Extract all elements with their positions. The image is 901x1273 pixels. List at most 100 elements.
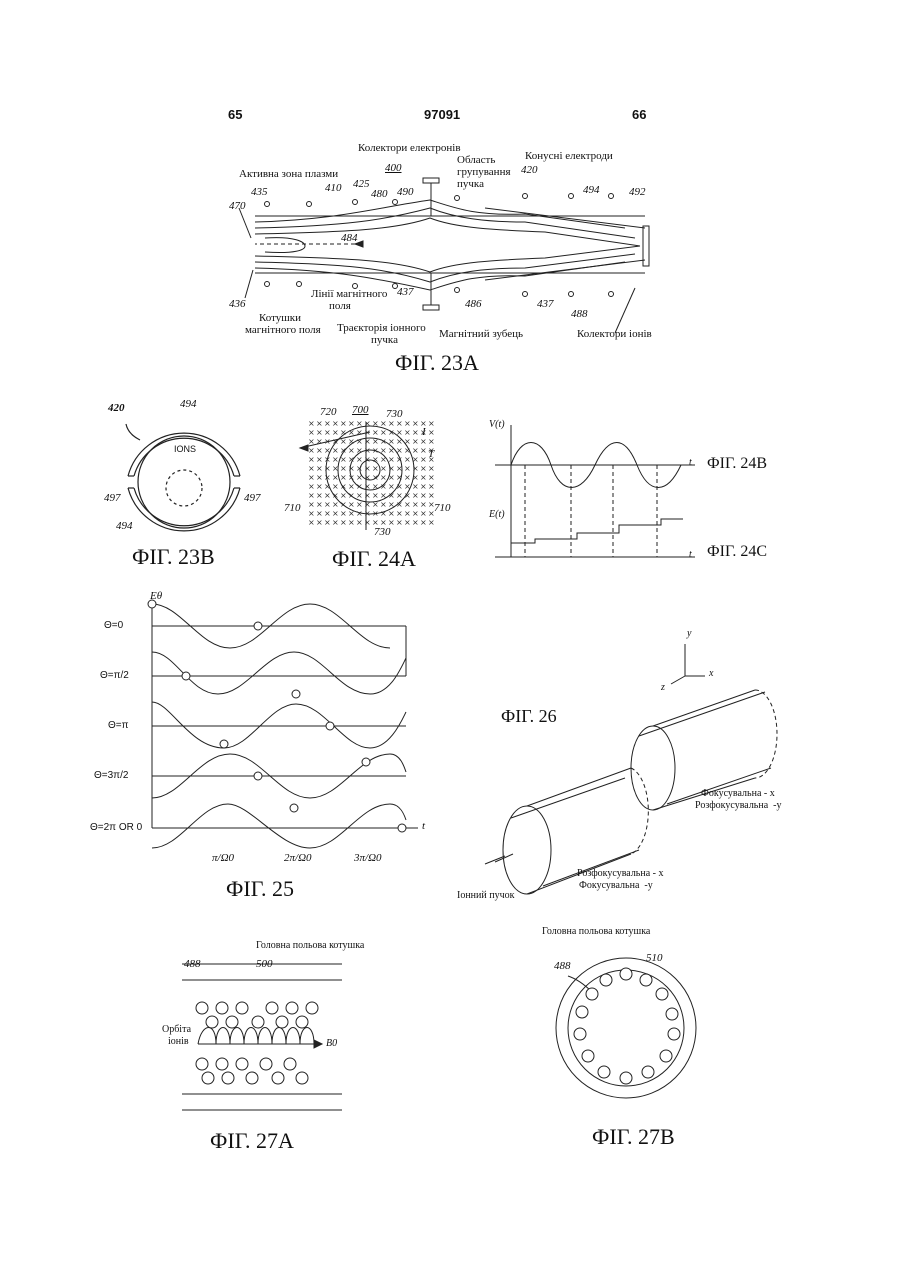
caption-fig-23a: ФІГ. 23А: [395, 350, 479, 376]
field-cross-mark: ×: [324, 428, 331, 437]
label-ion-orbit-1: Орбіта: [162, 1024, 191, 1035]
field-cross-mark: ×: [404, 464, 411, 473]
ref-437-left: 437: [397, 286, 414, 298]
field-cross-mark: ×: [332, 419, 339, 428]
label-ion-collectors: Колектори іонів: [577, 328, 652, 340]
field-cross-mark: ×: [364, 455, 371, 464]
field-cross-mark: ×: [332, 491, 339, 500]
label-field-lines-1: Лінії магнітного: [311, 288, 387, 300]
field-cross-mark: ×: [412, 491, 419, 500]
field-cross-mark: ×: [308, 491, 315, 500]
field-cross-mark: ×: [404, 455, 411, 464]
label-conical-electrodes: Конусні електроди: [525, 150, 613, 162]
figure-26: y x z ФІГ. 26 Фокусувальна - x Розфокусу…: [455, 628, 795, 908]
field-cross-mark: ×: [308, 500, 315, 509]
field-cross-mark: ×: [340, 446, 347, 455]
figure-24bc: V(t) t ФІГ. 24В E(t) t ФІГ. 24С: [485, 415, 785, 575]
figure-26-drawing: [455, 628, 795, 908]
ref-492: 492: [629, 186, 646, 198]
row-label-theta-2pi: Θ=2π OR 0: [90, 822, 142, 833]
field-cross-mark: ×: [308, 428, 315, 437]
field-cross-mark: ×: [308, 455, 315, 464]
row-label-theta-pi-2: Θ=π/2: [100, 670, 129, 681]
caption-fig-27a: ФІГ. 27А: [210, 1128, 294, 1154]
field-cross-mark: ×: [332, 455, 339, 464]
field-cross-mark: ×: [404, 437, 411, 446]
field-cross-mark: ×: [340, 491, 347, 500]
label-focusing-x: Фокусувальна - x: [701, 788, 775, 799]
label-ion-trajectory-1: Траєкторія іонного: [337, 322, 426, 334]
field-cross-mark: ×: [316, 464, 323, 473]
label-bunching-1: Область: [457, 154, 495, 166]
field-cross-mark: ×: [428, 437, 435, 446]
field-cross-mark: ×: [316, 455, 323, 464]
label-ion-beam: Іонний пучок: [457, 890, 514, 901]
tick-label-3pi: 3π/Ω0: [354, 852, 382, 864]
ref-420: 420: [521, 164, 538, 176]
field-cross-mark: ×: [324, 500, 331, 509]
caption-fig-24c: ФІГ. 24С: [707, 543, 767, 561]
field-cross-mark: ×: [340, 464, 347, 473]
field-cross-mark: ×: [388, 482, 395, 491]
field-cross-mark: ×: [412, 446, 419, 455]
field-cross-mark: ×: [396, 509, 403, 518]
label-active-zone: Активна зона плазми: [239, 168, 338, 180]
field-cross-mark: ×: [420, 491, 427, 500]
field-cross-mark: ×: [396, 419, 403, 428]
field-cross-mark: ×: [308, 446, 315, 455]
field-cross-mark: ×: [324, 509, 331, 518]
field-cross-mark: ×: [396, 518, 403, 527]
field-cross-mark: ×: [308, 464, 315, 473]
ref-486: 486: [465, 298, 482, 310]
row-label-theta-3pi-2: Θ=3π/2: [94, 770, 128, 781]
label-e-theta: Eθ: [150, 590, 162, 602]
field-cross-mark: ×: [420, 464, 427, 473]
label-e-t: E(t): [489, 509, 505, 520]
axis-x: x: [709, 668, 713, 679]
field-cross-mark: ×: [356, 491, 363, 500]
field-cross-mark: ×: [308, 518, 315, 527]
field-cross-mark: ×: [412, 437, 419, 446]
field-cross-mark: ×: [404, 518, 411, 527]
ref-425: 425: [353, 178, 370, 190]
label-magnetic-cusp: Магнітний зубець: [439, 328, 523, 340]
field-cross-mark: ×: [372, 473, 379, 482]
field-cross-mark: ×: [324, 446, 331, 455]
field-cross-mark: ×: [388, 446, 395, 455]
ref-410: 410: [325, 182, 342, 194]
label-main-coil: Головна польова котушка: [256, 940, 364, 951]
field-cross-mark: ×: [356, 518, 363, 527]
figure-27b-drawing: [540, 926, 690, 1126]
field-cross-mark: ×: [428, 482, 435, 491]
ref-497-right: 497: [244, 492, 261, 504]
field-cross-mark: ×: [364, 491, 371, 500]
tick-label-pi: π/Ω0: [212, 852, 234, 864]
field-cross-mark: ×: [428, 419, 435, 428]
field-cross-mark: ×: [404, 419, 411, 428]
ref-488: 488: [184, 958, 201, 970]
label-main-coil: Головна польова котушка: [542, 926, 650, 937]
ref-730-top: 730: [386, 408, 403, 420]
field-cross-mark: ×: [396, 437, 403, 446]
label-v-t: V(t): [489, 419, 505, 430]
field-cross-mark: ×: [364, 464, 371, 473]
field-cross-mark: ×: [404, 509, 411, 518]
label-b0: B0: [326, 1038, 337, 1049]
figure-27b: Головна польова котушка 488 510 ФІГ. 27В: [540, 926, 690, 1156]
caption-fig-24a: ФІГ. 24А: [332, 546, 416, 572]
field-cross-mark: ×: [348, 446, 355, 455]
field-cross-mark: ×: [332, 437, 339, 446]
field-cross-mark: ×: [420, 482, 427, 491]
field-cross-mark: ×: [324, 491, 331, 500]
ref-480: 480: [371, 188, 388, 200]
field-cross-mark: ×: [316, 437, 323, 446]
axis-z: z: [661, 682, 665, 693]
ref-500: 500: [256, 958, 273, 970]
label-t-24b: t: [689, 457, 692, 468]
field-cross-mark: ×: [412, 464, 419, 473]
field-cross-mark: ×: [356, 455, 363, 464]
field-cross-mark: ×: [316, 500, 323, 509]
field-cross-mark: ×: [348, 437, 355, 446]
field-cross-mark: ×: [316, 473, 323, 482]
figure-27a: 488 500 Головна польова котушка Орбіта і…: [162, 938, 392, 1156]
